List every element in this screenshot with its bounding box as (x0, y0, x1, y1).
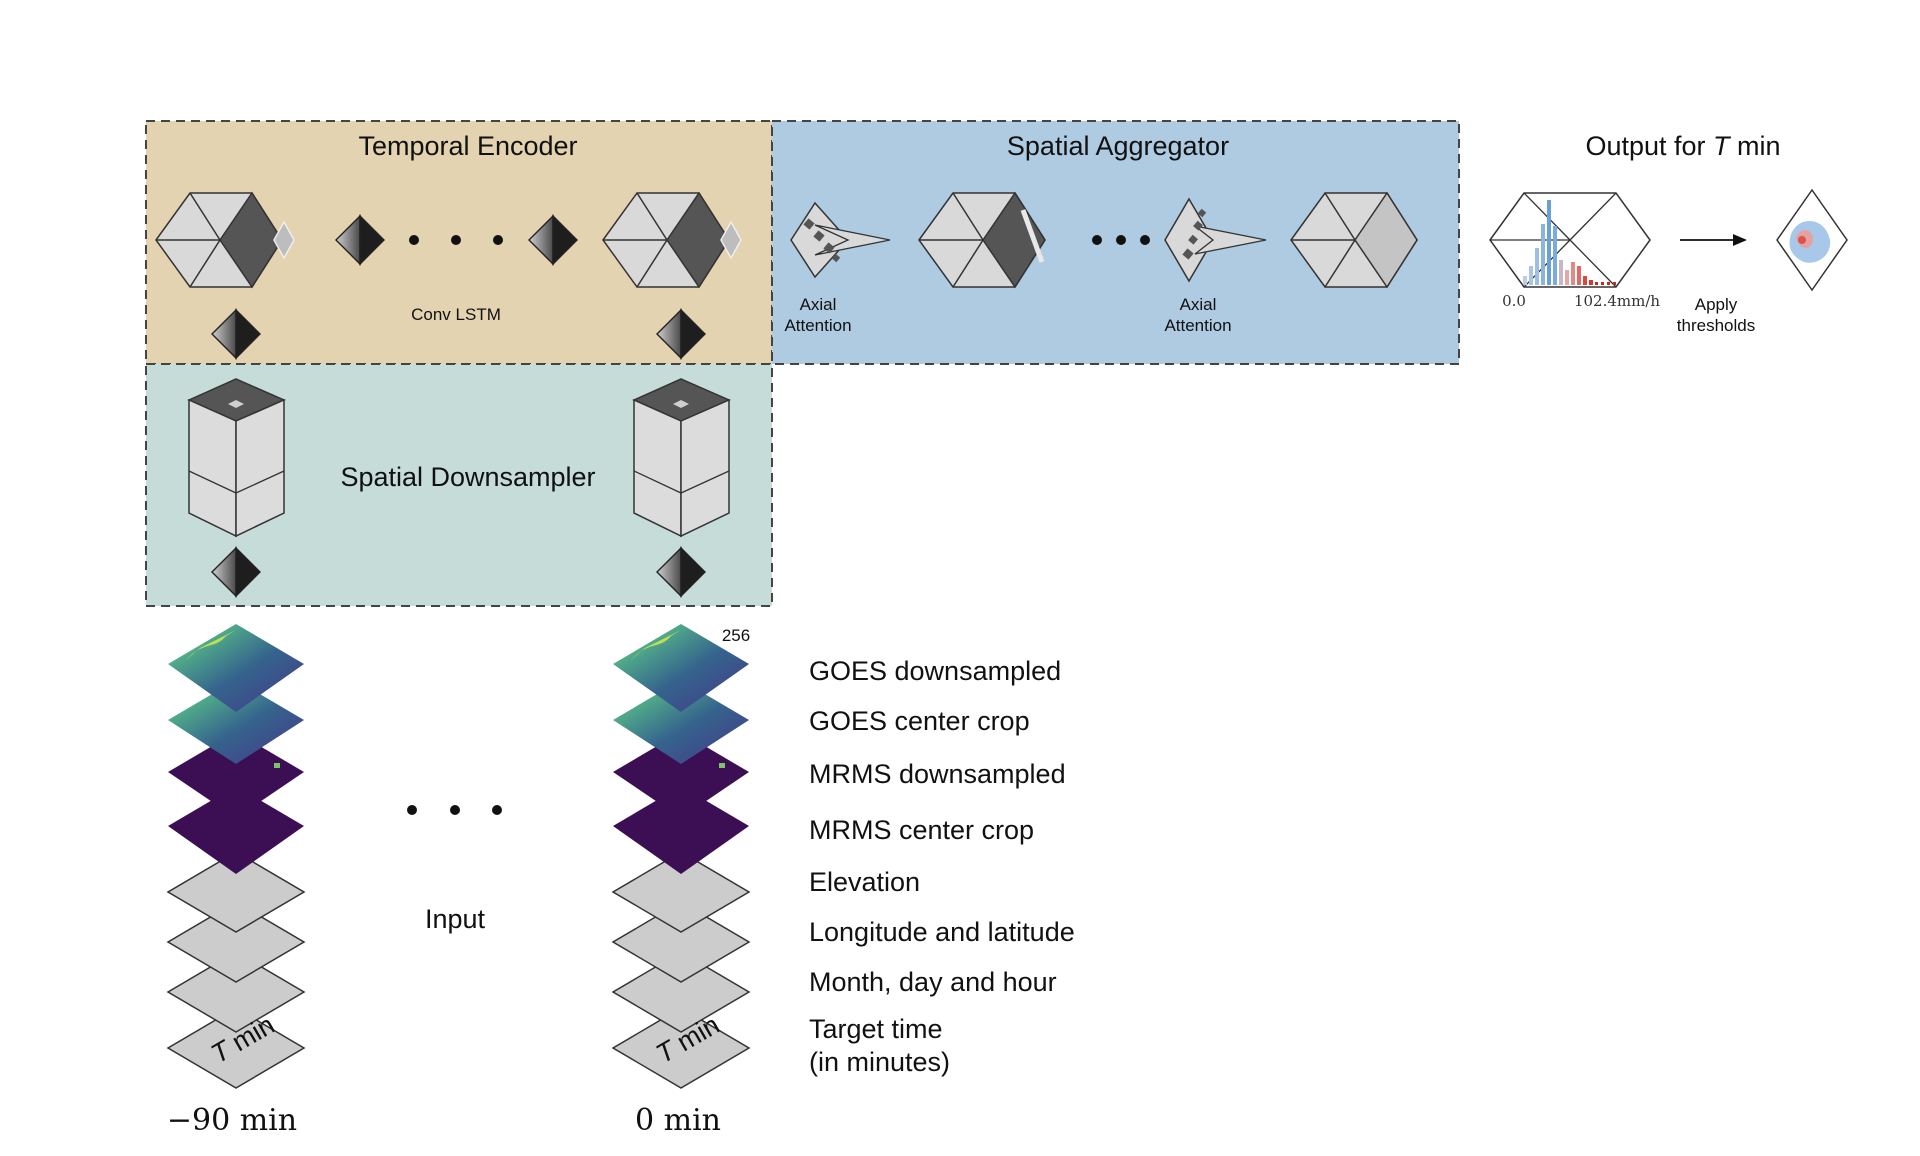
ellipsis-te (409, 235, 503, 245)
layer-labels: GOES downsampled GOES center crop MRMS d… (809, 656, 1075, 1077)
axial-attention-2-line2: Attention (1164, 316, 1231, 335)
layer-label-mrms-downsampled: MRMS downsampled (809, 759, 1066, 789)
spatial-aggregator-title: Spatial Aggregator (1007, 131, 1229, 161)
axial-attention-2 (1164, 197, 1267, 283)
lstm-block-left (155, 191, 295, 289)
layer-mrms-crop-left (168, 786, 304, 874)
layer-label-target-time: Target time (809, 1014, 943, 1044)
downsampler-block-right (632, 378, 731, 538)
histogram-max-label: 102.4mm/h (1574, 292, 1660, 310)
ellipsis-sa (1092, 235, 1150, 245)
time-label-left: −90 min (167, 1103, 297, 1138)
axial-attention-1-line2: Attention (784, 316, 851, 335)
aggregator-block-1 (918, 191, 1046, 289)
histogram-bars (1523, 200, 1616, 285)
layer-goes-down-right (613, 624, 749, 712)
apply-thresholds-line2: thresholds (1677, 316, 1755, 335)
layer-label-elevation: Elevation (809, 867, 920, 897)
temporal-encoder-title: Temporal Encoder (358, 131, 577, 161)
conv-lstm-label: Conv LSTM (411, 305, 501, 324)
layer-goes-down-left (168, 624, 304, 712)
layer-label-goes-center-crop: GOES center crop (809, 706, 1030, 736)
layer-label-mrms-center-crop: MRMS center crop (809, 815, 1034, 845)
histogram-min-label: 0.0 (1502, 292, 1526, 310)
lstm-block-right (602, 191, 742, 289)
arrow-icon (1680, 234, 1747, 246)
axial-attention-1-line1: Axial (800, 295, 837, 314)
layer-elevation-right (611, 851, 751, 933)
layer-goes-crop-right (613, 680, 749, 764)
layer-mrms-crop-right (613, 786, 749, 874)
output-map-icon (1776, 188, 1848, 292)
layer-label-lon-lat: Longitude and latitude (809, 917, 1075, 947)
ellipsis-input (407, 805, 502, 815)
axial-attention-2-line1: Axial (1180, 295, 1217, 314)
layer-mrms-down-right (613, 732, 749, 818)
axial-attention-1 (790, 201, 891, 279)
layer-goes-crop-left (168, 680, 304, 764)
layer-lon-lat-left (166, 901, 306, 983)
layer-month-day-hour-left (166, 951, 306, 1033)
output-histogram-block (1489, 192, 1651, 288)
layer-label-goes-downsampled: GOES downsampled (809, 656, 1061, 686)
downsampler-block-left (187, 378, 286, 538)
input-stack-left (166, 624, 306, 1089)
input-label: Input (425, 904, 486, 934)
layer-target-time-right (611, 1007, 751, 1089)
output-title: Output for T min (1585, 131, 1780, 161)
layer-label-month-day-hour: Month, day and hour (809, 967, 1057, 997)
layer-target-time-left (166, 1007, 306, 1089)
layer-lon-lat-right (611, 901, 751, 983)
size-label: 256 (722, 626, 750, 645)
aggregator-block-2 (1290, 191, 1418, 289)
layer-label-in-minutes: (in minutes) (809, 1047, 950, 1077)
layer-elevation-left (166, 851, 306, 933)
time-label-right: 0 min (635, 1103, 721, 1138)
apply-thresholds-line1: Apply (1695, 295, 1738, 314)
layer-month-day-hour-right (611, 951, 751, 1033)
layer-mrms-down-left (168, 732, 304, 818)
spatial-downsampler-title: Spatial Downsampler (340, 462, 595, 492)
input-stack-right (611, 624, 751, 1089)
